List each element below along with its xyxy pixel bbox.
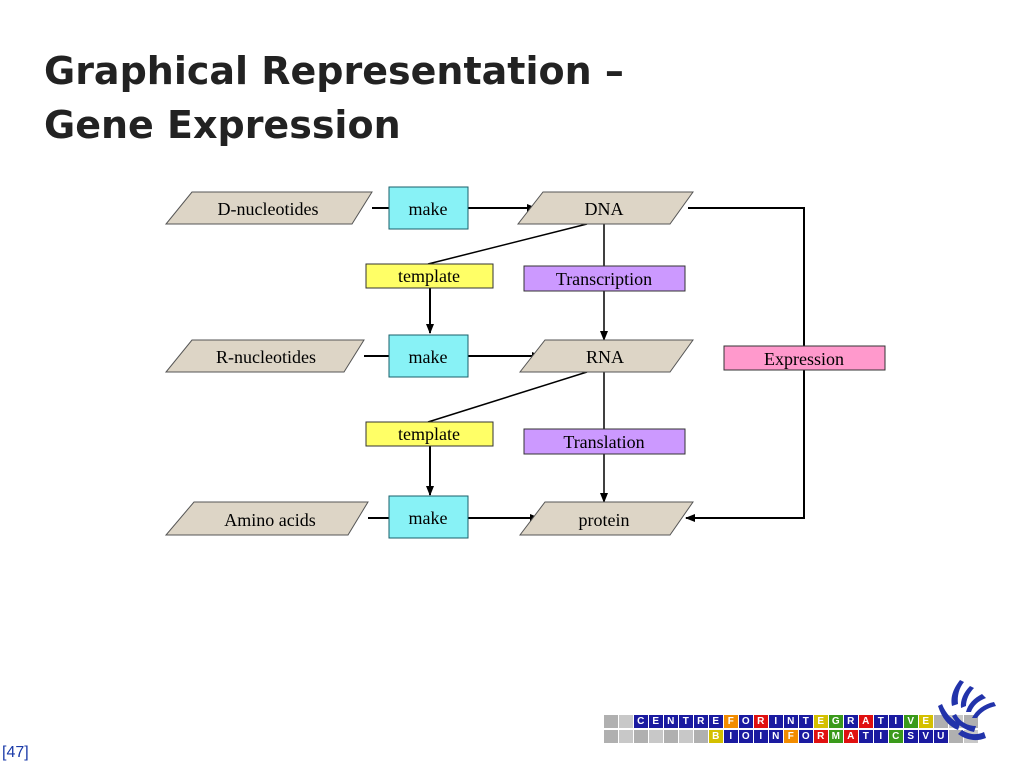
- logo-letter-cell: E: [814, 715, 828, 728]
- process-translation: Translation: [523, 428, 686, 455]
- logo-letter-cell: O: [739, 729, 753, 743]
- logo-letter-cell: T: [799, 715, 813, 728]
- logo-cell-blank: [949, 729, 963, 743]
- logo-letter-cell: A: [859, 715, 873, 728]
- logo-letter-cell: E: [919, 715, 933, 728]
- logo-letter-cell: R: [694, 715, 708, 728]
- logo-cell-blank: [604, 715, 618, 728]
- logo-letter-cell: E: [649, 715, 663, 728]
- make-box-1-label: make: [409, 199, 448, 219]
- make-box-3: make: [388, 495, 469, 539]
- logo-letter-cell: R: [754, 715, 768, 728]
- logo-letter-cell: A: [844, 729, 858, 743]
- template-box-1: template: [365, 263, 494, 289]
- input-dnucleotides: D-nucleotides: [164, 191, 373, 225]
- process-translation-label: Translation: [563, 432, 644, 452]
- logo-letter-cell: O: [799, 729, 813, 743]
- logo-letter-cell: O: [739, 715, 753, 728]
- product-rna: RNA: [518, 339, 694, 373]
- process-transcription-label: Transcription: [556, 269, 652, 289]
- slide-title: Graphical Representation – Gene Expressi…: [44, 44, 744, 152]
- logo-letter-cell: I: [769, 715, 783, 728]
- logo-letter-cell: I: [874, 729, 888, 743]
- page-number-value: 47: [6, 744, 25, 761]
- logo-cell-blank: [679, 729, 693, 743]
- logo-letter-cell: N: [664, 715, 678, 728]
- product-protein-label: protein: [579, 510, 630, 530]
- logo-letter-cell: N: [784, 715, 798, 728]
- page-number: [47]: [2, 744, 29, 761]
- product-rna-label: RNA: [586, 347, 624, 367]
- make-box-1: make: [388, 186, 469, 230]
- logo-letter-cell: I: [889, 715, 903, 728]
- logo-letter-cell: V: [919, 729, 933, 743]
- logo-letter-cell: G: [829, 715, 843, 728]
- logo-letter-cell: C: [634, 715, 648, 728]
- logo-letter-cell: F: [724, 715, 738, 728]
- logo-cell-blank: [694, 729, 708, 743]
- logo-letter-cell: S: [904, 729, 918, 743]
- logo-cell-blank: [619, 715, 633, 728]
- expression-box: Expression: [723, 345, 886, 371]
- logo-letter-cell: C: [889, 729, 903, 743]
- input-rnucleotides-label: R-nucleotides: [216, 347, 316, 367]
- logo-letter-cell: T: [679, 715, 693, 728]
- logo-letter-cell: V: [904, 715, 918, 728]
- product-protein: protein: [518, 501, 694, 536]
- connector-rna-template: [427, 371, 588, 423]
- product-dna-label: DNA: [585, 199, 624, 219]
- logo-cell-blank: [649, 729, 663, 743]
- template-box-2: template: [365, 421, 494, 447]
- make-box-3-label: make: [409, 508, 448, 528]
- input-amino-acids: Amino acids: [164, 501, 369, 536]
- connector-dna-template: [427, 223, 588, 265]
- logo-cell-blank: [619, 729, 633, 743]
- make-box-2: make: [388, 334, 469, 378]
- logo-letter-cell: E: [709, 715, 723, 728]
- logo-cell-blank: [664, 729, 678, 743]
- logo-letter-cell: R: [814, 729, 828, 743]
- logo-cell-blank: [634, 729, 648, 743]
- logo-letter-cell: T: [874, 715, 888, 728]
- logo-letter-cell: M: [829, 729, 843, 743]
- logo-letter-cell: B: [709, 729, 723, 743]
- logo-cell-blank: [604, 729, 618, 743]
- input-amino-acids-label: Amino acids: [224, 510, 316, 530]
- logo-letter-cell: N: [769, 729, 783, 743]
- vu-griffin-icon: [938, 680, 996, 741]
- product-dna: DNA: [516, 191, 694, 225]
- make-box-2-label: make: [409, 347, 448, 367]
- slide-title-line-2: Gene Expression: [44, 103, 401, 147]
- slide-title-line-1: Graphical Representation –: [44, 49, 624, 93]
- expression-box-label: Expression: [764, 349, 844, 369]
- logo-letter-cell: I: [724, 729, 738, 743]
- input-rnucleotides: R-nucleotides: [164, 339, 365, 373]
- input-dnucleotides-label: D-nucleotides: [218, 199, 319, 219]
- template-box-1-label: template: [398, 266, 460, 286]
- logo-letter-cell: R: [844, 715, 858, 728]
- logo-letter-cell: T: [859, 729, 873, 743]
- logo-letter-cell: F: [784, 729, 798, 743]
- process-transcription: Transcription: [523, 265, 686, 292]
- template-box-2-label: template: [398, 424, 460, 444]
- logo-letter-cell: U: [934, 729, 948, 743]
- logo-letter-cell: I: [754, 729, 768, 743]
